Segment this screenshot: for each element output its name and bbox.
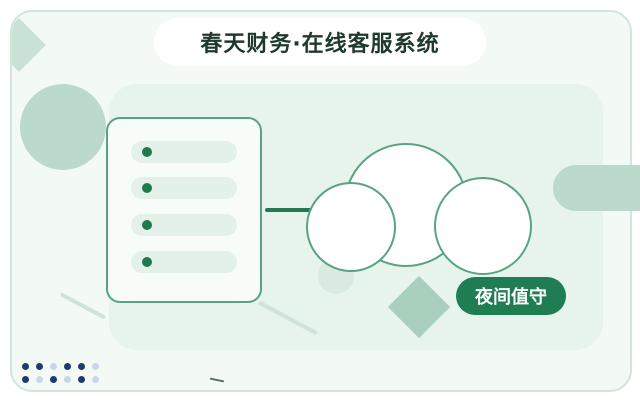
bullet-icon bbox=[142, 147, 152, 157]
connector-line bbox=[265, 208, 331, 212]
decorative-diamond-corner bbox=[12, 18, 46, 72]
decorative-stroke bbox=[59, 292, 107, 320]
bullet-icon bbox=[142, 220, 152, 230]
cloud-icon-bubble-left bbox=[306, 182, 396, 272]
list-item[interactable] bbox=[131, 177, 237, 199]
night-duty-badge[interactable]: 夜间值守 bbox=[456, 277, 566, 315]
decorative-circle-large bbox=[20, 84, 106, 170]
decorative-dot-grid bbox=[22, 363, 99, 389]
ticket-list-card[interactable] bbox=[106, 117, 262, 303]
list-item[interactable] bbox=[131, 214, 237, 236]
bullet-icon bbox=[142, 183, 152, 193]
list-item[interactable] bbox=[131, 251, 237, 273]
cloud-icon-bubble-right bbox=[434, 177, 532, 275]
list-item[interactable] bbox=[131, 141, 237, 163]
bullet-icon bbox=[142, 257, 152, 267]
page-title: 春天财务·在线客服系统 bbox=[154, 18, 486, 66]
decorative-pill bbox=[553, 165, 640, 211]
